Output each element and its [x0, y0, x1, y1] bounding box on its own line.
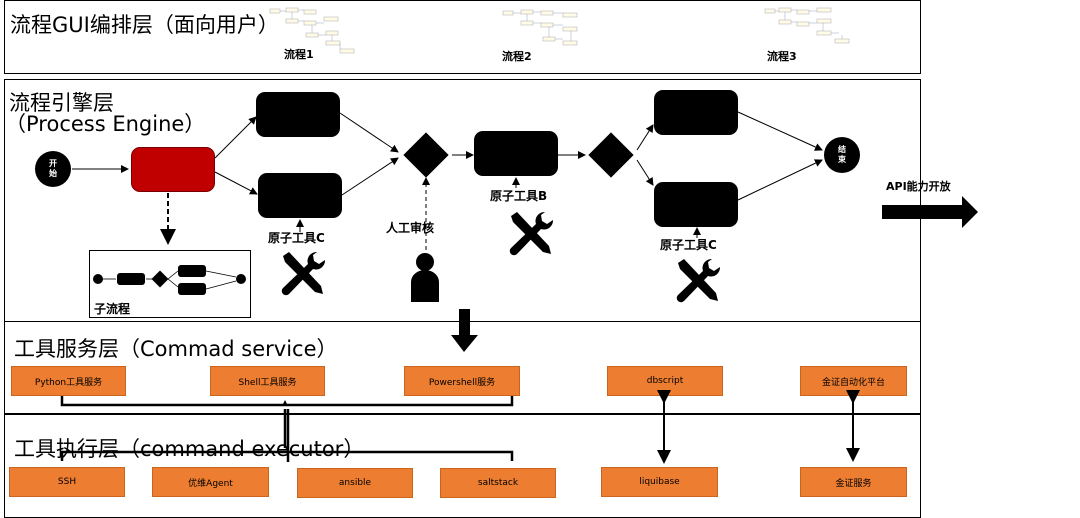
flow-label-2: 流程2 — [502, 50, 532, 63]
tool-c2-label: 原子工具C — [660, 238, 717, 252]
flow-label-3: 流程3 — [767, 50, 797, 63]
arrow-right-icon — [882, 196, 978, 228]
person-icon — [411, 253, 439, 302]
start-node[interactable]: 开始 — [35, 151, 71, 187]
flow-thumbnail-1[interactable] — [268, 5, 358, 63]
executor-layer: 工具执行层（command executor） — [4, 414, 921, 518]
tool-b-node[interactable] — [474, 131, 558, 176]
executor-youwei-agent[interactable]: 优维Agent — [152, 467, 269, 497]
service-shell[interactable]: Shell工具服务 — [210, 366, 325, 396]
flow-thumbnail-3[interactable] — [763, 5, 853, 63]
engine-layer-title-line2: （Process Engine） — [5, 112, 206, 136]
executor-ansible[interactable]: ansible — [297, 468, 413, 498]
executor-ssh[interactable]: SSH — [9, 467, 125, 497]
step-node-upper-2[interactable] — [654, 90, 738, 135]
gui-layer-title: 流程GUI编排层（面向用户） — [10, 13, 279, 37]
step-node-upper-1[interactable] — [256, 92, 340, 137]
executor-liquibase[interactable]: liquibase — [601, 467, 718, 497]
tool-c-label: 原子工具C — [268, 231, 325, 245]
manual-review-label: 人工审核 — [386, 221, 435, 235]
first-step-node[interactable] — [131, 147, 215, 192]
executor-layer-title: 工具执行层（command executor） — [14, 437, 365, 461]
flow-label-1: 流程1 — [284, 48, 314, 61]
service-layer-title: 工具服务层（Commad service） — [14, 337, 338, 361]
tool-b-label: 原子工具B — [490, 189, 548, 203]
service-python[interactable]: Python工具服务 — [11, 366, 126, 396]
subflow-diagram — [93, 265, 246, 295]
executor-saltstack[interactable]: saltstack — [440, 468, 556, 498]
wrench-screwdriver-icon — [509, 211, 554, 256]
wrench-screwdriver-icon — [281, 251, 326, 296]
step-node-lower-1[interactable] — [258, 173, 342, 218]
flow-thumbnail-2[interactable] — [501, 7, 591, 65]
wrench-screwdriver-icon — [676, 258, 721, 303]
engine-layer-title-line1: 流程引擎层 — [9, 91, 114, 115]
service-powershell[interactable]: Powershell服务 — [404, 366, 520, 396]
subflow-label: 子流程 — [94, 302, 131, 316]
api-label: API能力开放 — [886, 180, 951, 193]
step-node-lower-2[interactable] — [654, 182, 738, 227]
executor-jz-service[interactable]: 金证服务 — [800, 467, 907, 497]
gui-layer: 流程GUI编排层（面向用户） 流程1 流程2 — [4, 0, 921, 74]
end-node[interactable]: 结束 — [824, 137, 860, 173]
subflow-box[interactable]: 子流程 — [89, 250, 251, 318]
